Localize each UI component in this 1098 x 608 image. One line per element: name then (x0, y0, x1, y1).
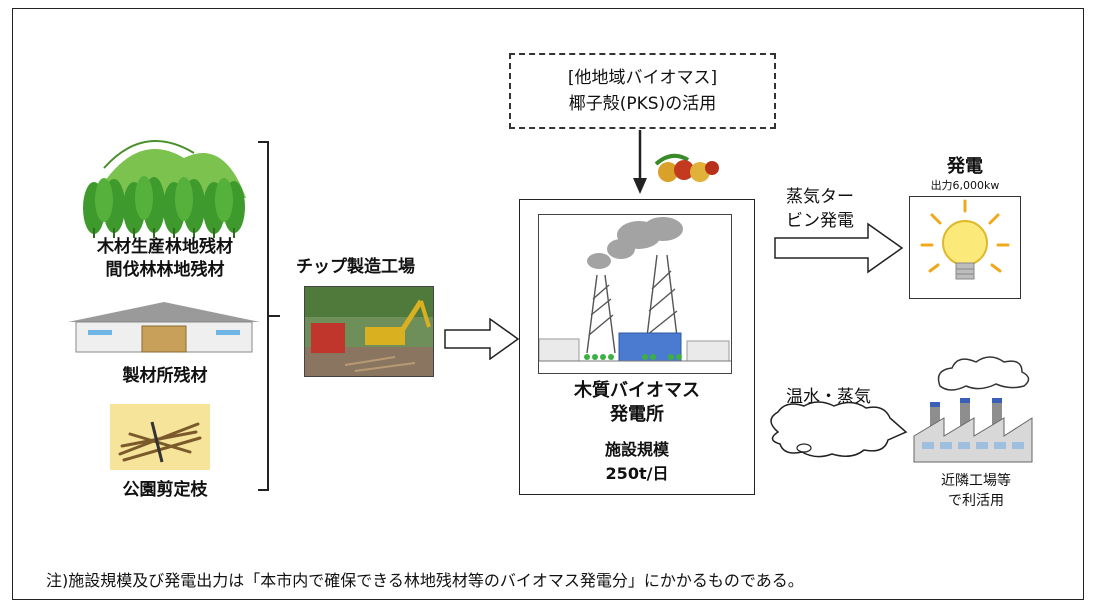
plant-scale-label: 施設規模 (604, 440, 669, 459)
palm-fruit-icon (654, 153, 719, 182)
power-title: 発電 (947, 156, 983, 177)
light-bulb-box (909, 196, 1021, 299)
arrow-down (633, 130, 647, 194)
power-output: 出力6,000kw (930, 179, 1000, 192)
power-method-line2: ビン発電 (786, 211, 854, 231)
footnote: 注)施設規模及び発電出力は「本市内で確保できる林地残材等のバイオマス発電分」にか… (46, 571, 804, 590)
arrow-to-plant (444, 318, 520, 360)
heat-cloud-arrow (770, 401, 908, 458)
heat-user-line2: で利活用 (948, 493, 1004, 509)
forest-illustration (83, 140, 246, 238)
park-label: 公園剪定枝 (122, 480, 208, 500)
factory-icon (913, 356, 1033, 463)
diagram-frame (12, 8, 1084, 600)
other-biomass-line2: 椰子殻(PKS)の活用 (568, 94, 717, 114)
biomass-plant-box: 木質バイオマス 発電所 施設規模 250t/日 (519, 199, 755, 495)
forest-label-2: 間伐林林地残材 (105, 260, 225, 280)
plant-name-line2: 発電所 (610, 404, 664, 425)
power-plant-illustration (538, 214, 732, 374)
other-biomass-line1: [他地域バイオマス] (567, 68, 718, 88)
heat-user-line1: 近隣工場等 (941, 473, 1011, 489)
chip-factory-photo (304, 286, 434, 377)
power-method-line1: 蒸気ター (786, 187, 854, 207)
pruned-branches-icon (110, 404, 210, 470)
sources-bracket (258, 141, 280, 491)
sawmill-icon (68, 302, 260, 353)
forest-label-1: 木材生産林地残材 (97, 237, 233, 257)
sawmill-label: 製材所残材 (122, 366, 208, 386)
chip-factory-label: チップ製造工場 (296, 257, 415, 277)
plant-name-line1: 木質バイオマス (574, 380, 700, 401)
arrow-to-power (774, 222, 904, 274)
light-bulb-icon (920, 199, 1010, 280)
other-biomass-box: [他地域バイオマス] 椰子殻(PKS)の活用 (509, 53, 776, 129)
plant-scale-value: 250t/日 (605, 464, 669, 483)
